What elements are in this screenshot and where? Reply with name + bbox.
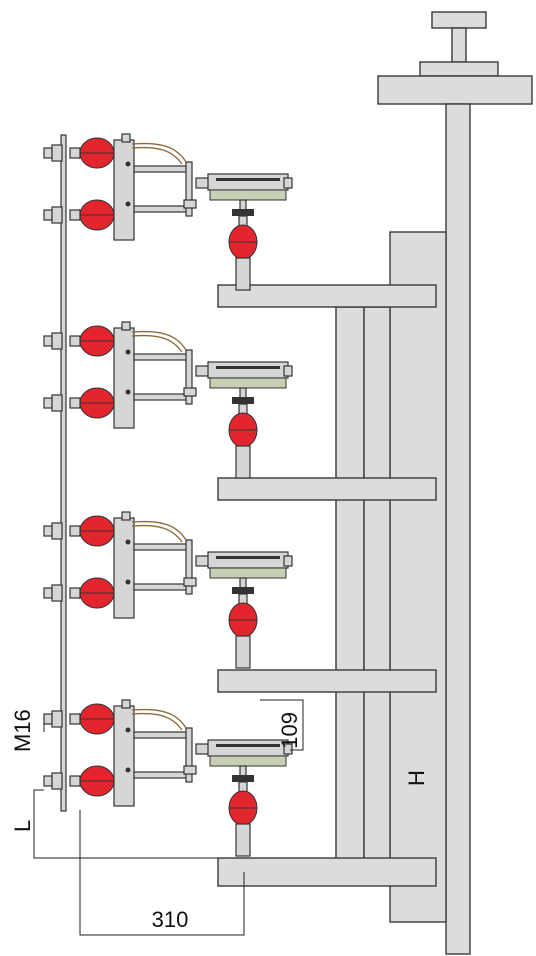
- vertical-mounting-rod: [60, 134, 67, 812]
- thread-label-group: M16: [10, 709, 45, 752]
- inner-vertical-bar-left: [335, 306, 365, 860]
- insulator-unit-1: [43, 133, 293, 291]
- horizontal-arm-2: [217, 477, 437, 501]
- secondary-vertical-support: [389, 231, 447, 923]
- dimension-310-label: 310: [152, 907, 189, 932]
- dimension-109: 109: [260, 699, 304, 751]
- dimension-310: 310: [79, 810, 245, 936]
- height-label: H: [404, 770, 429, 786]
- insulator-unit-3: [43, 511, 293, 669]
- insulator-unit-4: [43, 699, 293, 857]
- top-cross-plate: [377, 75, 533, 105]
- dimension-l-label: L: [10, 820, 35, 832]
- main-vertical-post: [445, 103, 471, 955]
- horizontal-arm-1: [217, 284, 437, 308]
- insulator-unit-2: [43, 321, 293, 479]
- thread-label: M16: [10, 709, 35, 752]
- inner-vertical-bar-right: [363, 306, 391, 860]
- horizontal-arm-4: [217, 857, 437, 887]
- dimension-l: L: [10, 789, 218, 859]
- rail-profile: [419, 11, 499, 77]
- dimension-109-label: 109: [277, 712, 302, 749]
- horizontal-arm-3: [217, 669, 437, 693]
